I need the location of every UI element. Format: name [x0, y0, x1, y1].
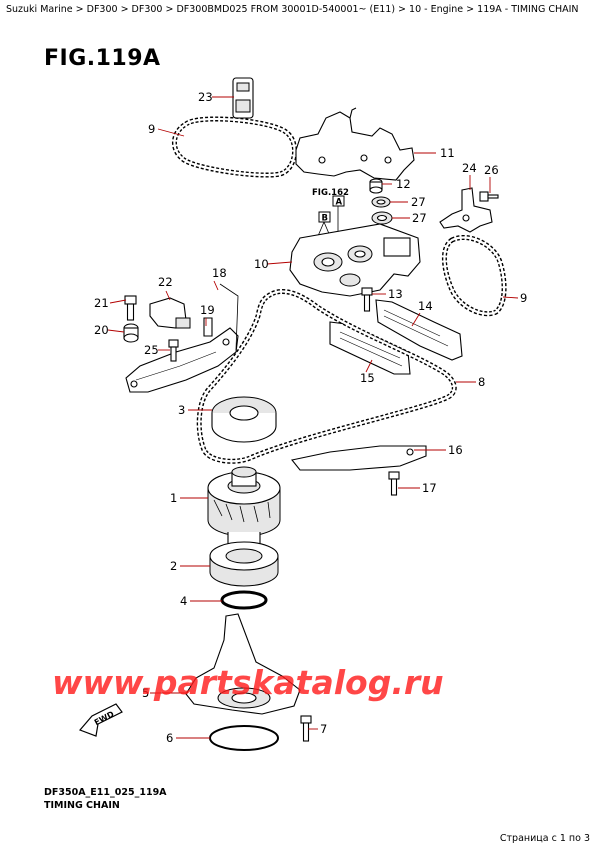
part-27-seal-lower [371, 211, 393, 225]
ref-box-a: A [336, 198, 343, 208]
callout-17: 17 [422, 481, 437, 495]
callout-9-upper: 9 [148, 122, 155, 136]
figure-code: DF350A_E11_025_119A [44, 787, 167, 798]
fig-162-reference: FIG.162 A B [312, 188, 349, 245]
part-3-sprocket [211, 396, 277, 443]
callout-8: 8 [478, 375, 485, 389]
callout-18: 18 [212, 266, 227, 280]
callout-19: 19 [200, 303, 215, 317]
callout-10: 10 [254, 257, 269, 271]
part-12-bushing [369, 178, 383, 194]
part-16-chain-guide [291, 445, 427, 471]
callout-22: 22 [158, 275, 173, 289]
callout-24: 24 [462, 161, 477, 175]
part-1-drive-gear [207, 466, 281, 555]
callout-16: 16 [448, 443, 463, 457]
part-20-washer [123, 323, 139, 343]
callout-25: 25 [144, 343, 159, 357]
part-13-bolt [361, 287, 373, 312]
ref-label: FIG.162 [312, 188, 349, 198]
callout-11: 11 [440, 146, 455, 160]
figure-caption: TIMING CHAIN [44, 800, 120, 811]
part-4-o-ring [220, 590, 268, 610]
page-counter: Страница с 1 по 3 [499, 833, 590, 844]
part-8-timing-chain [196, 289, 457, 464]
watermark-text: www.partskatalog.ru [52, 663, 444, 702]
callout-numbers: 23 9 11 12 24 26 27 27 10 13 14 9 15 8 1… [94, 90, 527, 745]
part-19-bracket [203, 317, 213, 337]
part-18-tensioner-arm [125, 283, 239, 393]
part-10-cam-drive-housing [289, 223, 421, 297]
callout-5: 5 [142, 686, 149, 700]
callout-2: 2 [170, 559, 177, 573]
part-25-bolt [168, 339, 179, 362]
part-9-upper-chain [172, 116, 297, 178]
part-2-bearing [209, 541, 279, 587]
leader-lines [107, 96, 519, 739]
fwd-arrow-icon: FWD [78, 703, 123, 737]
callout-14: 14 [418, 299, 433, 313]
callout-6: 6 [166, 731, 173, 745]
callout-27-upper: 27 [411, 195, 426, 209]
part-11-wire-bracket [295, 107, 415, 181]
callout-9-right: 9 [520, 291, 527, 305]
part-26-bolt [479, 191, 499, 202]
part-27-seal-upper [371, 196, 391, 208]
callout-13: 13 [388, 287, 403, 301]
callout-7: 7 [320, 722, 327, 736]
callout-4: 4 [180, 594, 187, 608]
part-21-bolt [124, 295, 137, 321]
ref-box-b: B [322, 214, 328, 224]
callout-20: 20 [94, 323, 109, 337]
part-6-gasket [209, 725, 279, 751]
part-5-bearing-housing [185, 613, 301, 715]
callout-15: 15 [360, 371, 375, 385]
part-9-right-chain [442, 234, 507, 317]
callout-21: 21 [94, 296, 109, 310]
part-7-bolt [300, 715, 312, 742]
part-24-tensioner [439, 187, 493, 233]
part-14-chain-guide [375, 299, 463, 361]
part-22-chain-adjuster [149, 297, 191, 329]
callout-23: 23 [198, 90, 213, 104]
part-23-guide-bracket [232, 77, 254, 119]
figure-title: FIG.119A [44, 46, 161, 71]
callout-1: 1 [170, 491, 177, 505]
callout-3: 3 [178, 403, 185, 417]
callout-12: 12 [396, 177, 411, 191]
callout-26: 26 [484, 163, 499, 177]
part-17-bolt [388, 471, 400, 496]
callout-27-lower: 27 [412, 211, 427, 225]
breadcrumb: Suzuki Marine > DF300 > DF300 > DF300BMD… [6, 4, 579, 15]
